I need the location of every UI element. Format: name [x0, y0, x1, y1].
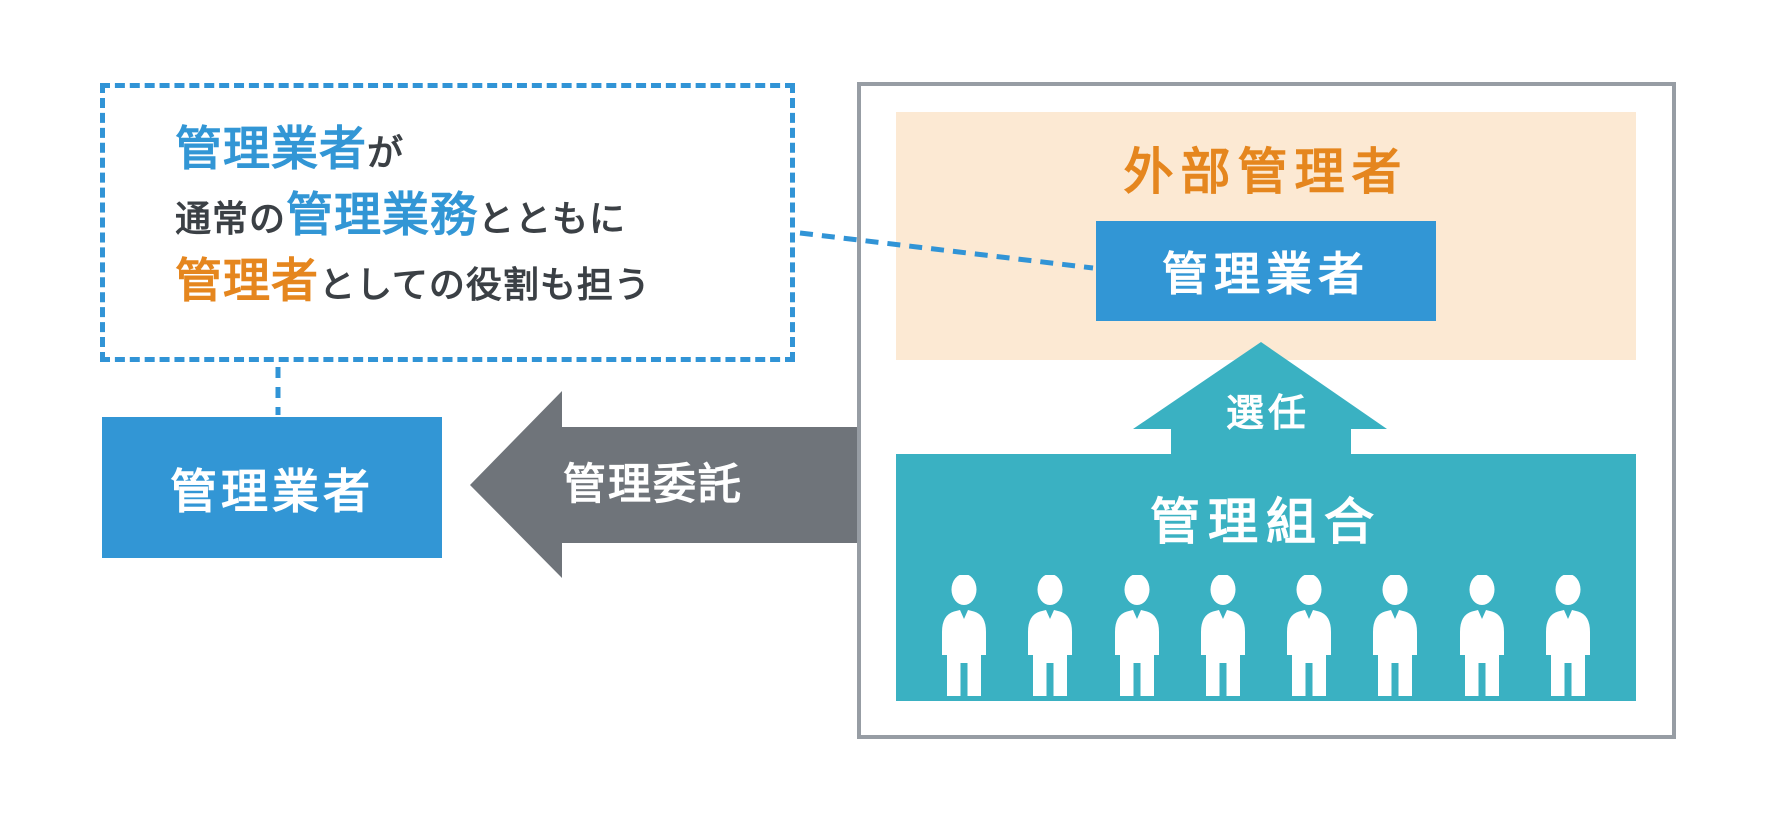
member-person-icon	[1200, 575, 1245, 696]
annotation-line-2: 通常の管理業務とともに	[175, 182, 651, 248]
panel-title: 外部管理者	[1123, 144, 1409, 200]
appointment-arrow-label: 選任	[1225, 393, 1310, 435]
member-person-icon	[1114, 575, 1159, 696]
annotation-plain-text: とともに	[478, 198, 627, 239]
member-person-icon	[1028, 575, 1073, 696]
member-person-icon	[1373, 575, 1418, 696]
annotation-text: 管理業者が 通常の管理業務とともに 管理者としての役割も担う	[175, 116, 651, 314]
member-person-icon	[1459, 575, 1504, 696]
member-person-icon	[942, 575, 986, 696]
member-person-icon	[1287, 575, 1332, 696]
panel-manager-box: 管理業者	[1096, 221, 1436, 321]
keyword-management-duties: 管理業務	[286, 188, 479, 241]
external-manager-panel: 外部管理者 選任 管理業者 管理組合	[857, 82, 1676, 739]
left-manager-box-label: 管理業者	[170, 465, 374, 518]
annotation-plain-text: としての役割も担う	[319, 264, 651, 305]
left-manager-box: 管理業者	[102, 417, 442, 558]
annotation-plain-text: が	[367, 132, 405, 173]
annotation-box: 管理業者が 通常の管理業務とともに 管理者としての役割も担う	[100, 83, 795, 362]
association-box: 管理組合	[896, 454, 1636, 701]
panel-manager-box-label: 管理業者	[1162, 248, 1370, 300]
keyword-management-company: 管理業者	[175, 122, 367, 175]
member-person-icon	[1545, 575, 1590, 696]
members-row	[896, 575, 1636, 698]
annotation-line-3: 管理者としての役割も担う	[175, 248, 651, 314]
annotation-line-1: 管理業者が	[175, 116, 651, 182]
annotation-plain-text: 通常の	[175, 198, 287, 239]
delegation-arrow-label: 管理委託	[563, 461, 743, 509]
association-box-label: 管理組合	[1150, 494, 1382, 550]
keyword-manager: 管理者	[175, 254, 319, 307]
